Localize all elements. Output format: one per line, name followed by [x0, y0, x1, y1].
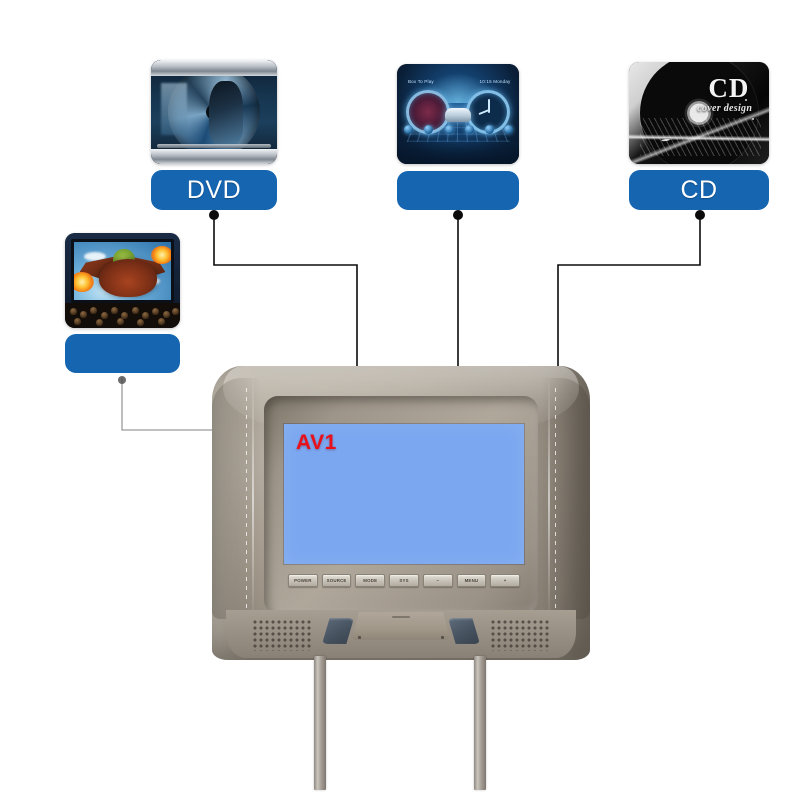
dashboard-icon-6 — [504, 125, 514, 134]
car-dashboard-thumbnail: Box To Play 10:15 Monday — [397, 64, 519, 164]
speaker-grille-right — [490, 619, 550, 651]
power-button[interactable]: POWER — [288, 574, 318, 587]
callout-label-dashboard[interactable] — [397, 171, 519, 210]
connector-dot-cd — [695, 210, 705, 220]
dashboard-icon-3 — [444, 125, 454, 134]
connector-dot-cinema — [118, 376, 126, 384]
cd-sparkle-2 — [745, 98, 748, 101]
connector-dot-dvd — [209, 210, 219, 220]
mounting-post-right — [474, 656, 486, 790]
control-button-row[interactable]: POWER SOURCE MODE SYS − MENU + — [286, 574, 522, 587]
callout-label-cd-text: CD — [680, 175, 718, 204]
connector-dot-dashboard — [453, 210, 463, 220]
callout-label-dvd[interactable]: DVD — [151, 170, 277, 210]
ir-emitter-right — [448, 618, 480, 644]
lcd-screen[interactable]: AV1 — [284, 424, 524, 564]
panel-screw-left — [358, 636, 361, 639]
cinema-fireball-right — [151, 246, 172, 265]
osd-source-label: AV1 — [296, 431, 337, 454]
cinema-screen — [70, 238, 175, 304]
callout-cinema[interactable] — [65, 233, 180, 373]
callout-label-cinema[interactable] — [65, 334, 180, 373]
dashboard-icon-1 — [404, 125, 414, 134]
ir-emitter-left — [322, 618, 354, 644]
cd-sparkle-4 — [752, 118, 755, 121]
dashboard-icon-5 — [484, 125, 494, 134]
callout-dashboard[interactable]: Box To Play 10:15 Monday — [397, 64, 519, 210]
headrest-dvd-monitor: AV1 POWER SOURCE MODE SYS − MENU + — [212, 366, 590, 790]
headrest-stitching-left — [246, 388, 247, 614]
cd-art-title: CD — [708, 73, 750, 104]
sys-button[interactable]: SYS — [389, 574, 419, 587]
cinema-3d-thumbnail — [65, 233, 180, 328]
dvd-center-figure — [208, 80, 243, 145]
mounting-post-left — [314, 656, 326, 790]
dashboard-car-icon — [445, 108, 471, 122]
connector-dvd — [213, 215, 358, 382]
callout-cd[interactable]: CD cover design CD — [629, 62, 769, 210]
dashboard-left-text: Box To Play — [407, 79, 434, 84]
dvd-player-artwork — [151, 60, 277, 164]
clock-hand-hour — [488, 99, 491, 113]
disc-slot-line — [392, 616, 410, 618]
cd-cover-artwork: CD cover design — [629, 62, 769, 164]
callout-label-cd[interactable]: CD — [629, 170, 769, 210]
panel-screw-right — [441, 636, 444, 639]
monitor-lower-chin — [226, 610, 576, 658]
dvd-top-chrome-bar — [151, 60, 277, 76]
disc-slot-panel[interactable] — [352, 612, 450, 640]
cinema-fireball-left — [73, 272, 94, 293]
cd-sparkle-3 — [724, 106, 727, 109]
cinema-artwork — [65, 233, 180, 328]
dvd-player-thumbnail — [151, 60, 277, 164]
connector-cd — [557, 215, 701, 382]
headrest-stitching-right — [555, 388, 556, 614]
menu-button[interactable]: MENU — [456, 574, 487, 587]
cd-art-subtitle: cover design — [697, 102, 753, 114]
headrest-seam-left — [252, 374, 254, 624]
cinema-cloud-1 — [83, 252, 106, 262]
headrest-seam-right — [548, 374, 550, 624]
speaker-grille-left — [252, 619, 312, 651]
cinema-dragon — [99, 259, 158, 298]
dvd-tray-line — [157, 144, 271, 148]
dvd-bottom-chrome-bar — [151, 149, 277, 164]
car-dashboard-artwork: Box To Play 10:15 Monday — [397, 64, 519, 164]
cinema-audience — [65, 303, 180, 328]
dvd-highlight — [161, 82, 188, 135]
cd-disc-thumbnail: CD cover design — [629, 62, 769, 164]
volume-up-button[interactable]: + — [490, 574, 521, 587]
dashboard-icon-2 — [423, 125, 433, 134]
dashboard-icon-4 — [465, 125, 475, 134]
callout-dvd[interactable]: DVD — [151, 60, 277, 210]
dashboard-icon-bar — [397, 142, 519, 164]
mode-button[interactable]: MODE — [355, 574, 386, 587]
callout-label-dvd-text: DVD — [186, 175, 242, 204]
volume-down-button[interactable]: − — [422, 574, 453, 587]
source-button[interactable]: SOURCE — [321, 574, 352, 587]
dashboard-right-text: 10:15 Monday — [479, 79, 511, 84]
cd-sparkle-1 — [732, 86, 735, 89]
